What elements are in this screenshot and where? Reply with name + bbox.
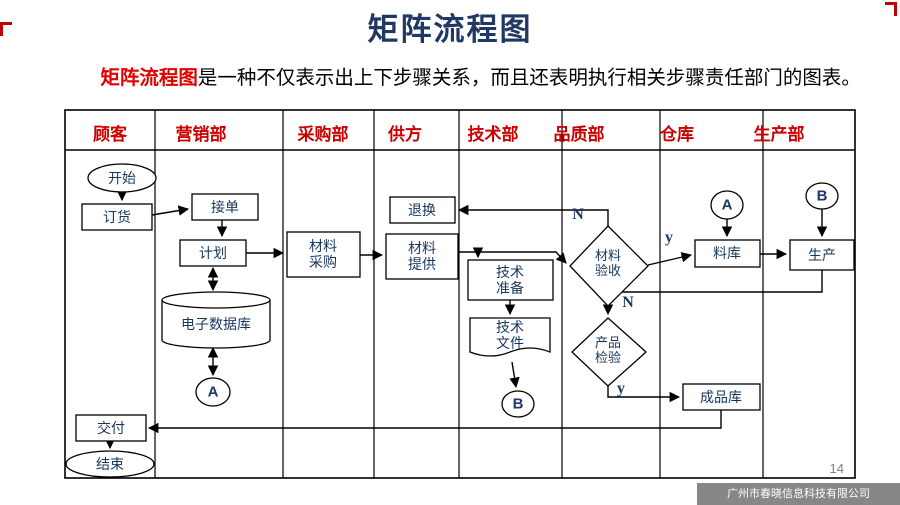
start-label: 开始: [108, 169, 136, 186]
material-store-box: [694, 239, 761, 268]
production-label: 生产: [808, 246, 836, 263]
material-check-label: 材料验收: [594, 248, 621, 278]
accept-label: 接单: [211, 198, 239, 215]
arrow-check-no-to-returns: [457, 204, 609, 226]
column-header-technical: 技术部: [467, 125, 519, 144]
product-check-label: 产品检验: [594, 335, 621, 365]
accept-box: [191, 193, 259, 221]
column-header-quality: 品质部: [553, 125, 605, 144]
page-number: 14: [829, 461, 844, 476]
plan-label: 计划: [199, 244, 227, 261]
connector-b-bottom-label: B: [512, 395, 524, 413]
material-store-label: 料库: [713, 244, 741, 261]
database-cylinder-body: [161, 300, 271, 349]
arrow-check-yes-to-store: [647, 252, 693, 266]
finished-store-box: [682, 383, 761, 411]
product-check-diamond: [571, 317, 647, 387]
techprep-box: [467, 259, 554, 301]
connector-b-top-label: B: [816, 187, 828, 205]
arrow-order-to-accept: [151, 205, 190, 216]
intro-highlight: 矩阵流程图: [100, 66, 198, 89]
watermark-bar: 广州市春晓信息科技有限公司: [697, 483, 900, 505]
techdoc-label: 技术文件: [496, 318, 524, 351]
column-header-marketing: 营销部: [175, 125, 227, 144]
column-header-purchasing: 采购部: [297, 125, 349, 144]
swimlane-grid: [64, 109, 856, 479]
flow-shapes: [65, 163, 855, 478]
flow-connectors: [104, 190, 828, 450]
column-header-supplier: 供方: [388, 125, 422, 144]
start-ellipse: [87, 163, 157, 193]
database-cylinder-top: [161, 291, 271, 309]
branch-material-yes: y: [665, 229, 673, 246]
plan-box: [179, 239, 247, 267]
arrow-inspection-yes-to-finished: [607, 386, 681, 403]
end-label: 结束: [96, 455, 124, 472]
connector-b-top-circle: [805, 182, 839, 210]
database-label: 电子数据库: [181, 315, 251, 332]
order-box: [81, 203, 153, 231]
returns-label: 退换: [408, 201, 436, 218]
page-title: 矩阵流程图: [367, 12, 533, 47]
branch-material-no: N: [572, 206, 584, 223]
arrow-techdoc-to-b: [509, 361, 520, 389]
connector-a-bottom-circle: [195, 377, 231, 407]
finished-store-label: 成品库: [700, 388, 742, 405]
techdoc-document: [469, 317, 551, 357]
arrow-finished-to-deliver: [147, 410, 722, 434]
connector-a-bottom-label: A: [207, 383, 219, 401]
supply-box: [385, 233, 459, 280]
connector-b-bottom-circle: [501, 390, 535, 418]
deliver-label: 交付: [97, 419, 125, 436]
arrow-production-to-inspection: [602, 270, 823, 316]
arrow-supply-to-check: [458, 251, 567, 264]
returns-box: [389, 196, 456, 224]
production-box: [789, 239, 855, 271]
column-header-production: 生产部: [753, 125, 805, 144]
supply-label: 材料提供: [408, 239, 436, 272]
techprep-label: 技术准备: [496, 263, 524, 296]
deliver-box: [75, 414, 147, 442]
intro-rest: 是一种不仅表示出上下步骤关系，而且还表明执行相关步骤责任部门的图表。: [197, 66, 861, 89]
red-corner-mark-right: [885, 2, 897, 16]
column-header-customer: 顾客: [93, 125, 127, 144]
end-ellipse: [65, 450, 155, 478]
column-header-warehouse: 仓库: [660, 125, 694, 144]
connector-a-top-circle: [710, 190, 744, 220]
intro-paragraph: 矩阵流程图是一种不仅表示出上下步骤关系，而且还表明执行相关步骤责任部门的图表。: [36, 66, 866, 92]
red-corner-mark-left: [0, 22, 12, 36]
connector-a-top-label: A: [721, 196, 733, 214]
order-label: 订货: [103, 208, 131, 225]
purchase-box: [286, 231, 361, 278]
branch-product-no: N: [622, 294, 634, 311]
purchase-label: 材料采购: [309, 237, 337, 270]
material-check-diamond: [569, 225, 649, 307]
branch-product-yes: y: [617, 380, 625, 397]
